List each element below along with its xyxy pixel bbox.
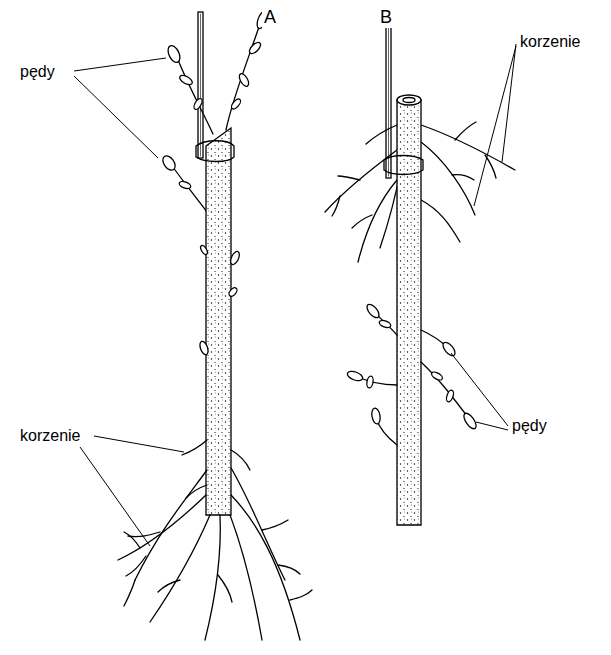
- leader-line: [94, 436, 184, 452]
- cutting-a: [118, 10, 312, 640]
- tie: [196, 141, 234, 162]
- leaves: [346, 302, 478, 430]
- support-stake: [198, 12, 203, 158]
- leader-line: [80, 447, 150, 546]
- part-label: korzenie: [518, 32, 582, 52]
- leader-line: [74, 58, 166, 71]
- buds: [198, 244, 241, 355]
- tie: [384, 156, 423, 175]
- support-stake: [386, 12, 391, 178]
- part-label: pędy: [510, 416, 549, 436]
- panel-letter: A: [262, 6, 278, 28]
- shoots: [356, 312, 470, 445]
- leader-line: [476, 422, 508, 430]
- label-holder: pędy: [18, 62, 57, 82]
- pith: [403, 98, 415, 103]
- stake-hatch: [200, 14, 201, 156]
- stem: [397, 100, 421, 525]
- panel-letter: B: [378, 6, 394, 28]
- roots: [118, 440, 312, 640]
- leader-lines: [74, 44, 516, 546]
- label-holder: korzenie: [18, 426, 82, 446]
- shoot: [175, 52, 213, 134]
- leader-line: [474, 46, 516, 206]
- stem: [206, 128, 231, 515]
- cut-surface: [397, 95, 421, 105]
- label-holder: A: [262, 6, 278, 28]
- part-label: pędy: [18, 62, 57, 82]
- shoot: [170, 163, 207, 212]
- shoot: [226, 18, 262, 130]
- leader-line: [74, 76, 158, 158]
- label-holder: B: [378, 6, 394, 28]
- stake-hatch: [388, 14, 389, 176]
- part-label: korzenie: [18, 426, 82, 446]
- leader-line: [502, 44, 516, 162]
- cutting-b: [325, 12, 515, 525]
- label-holder: pędy: [510, 416, 549, 436]
- leader-line: [451, 353, 508, 426]
- label-holder: korzenie: [518, 32, 582, 52]
